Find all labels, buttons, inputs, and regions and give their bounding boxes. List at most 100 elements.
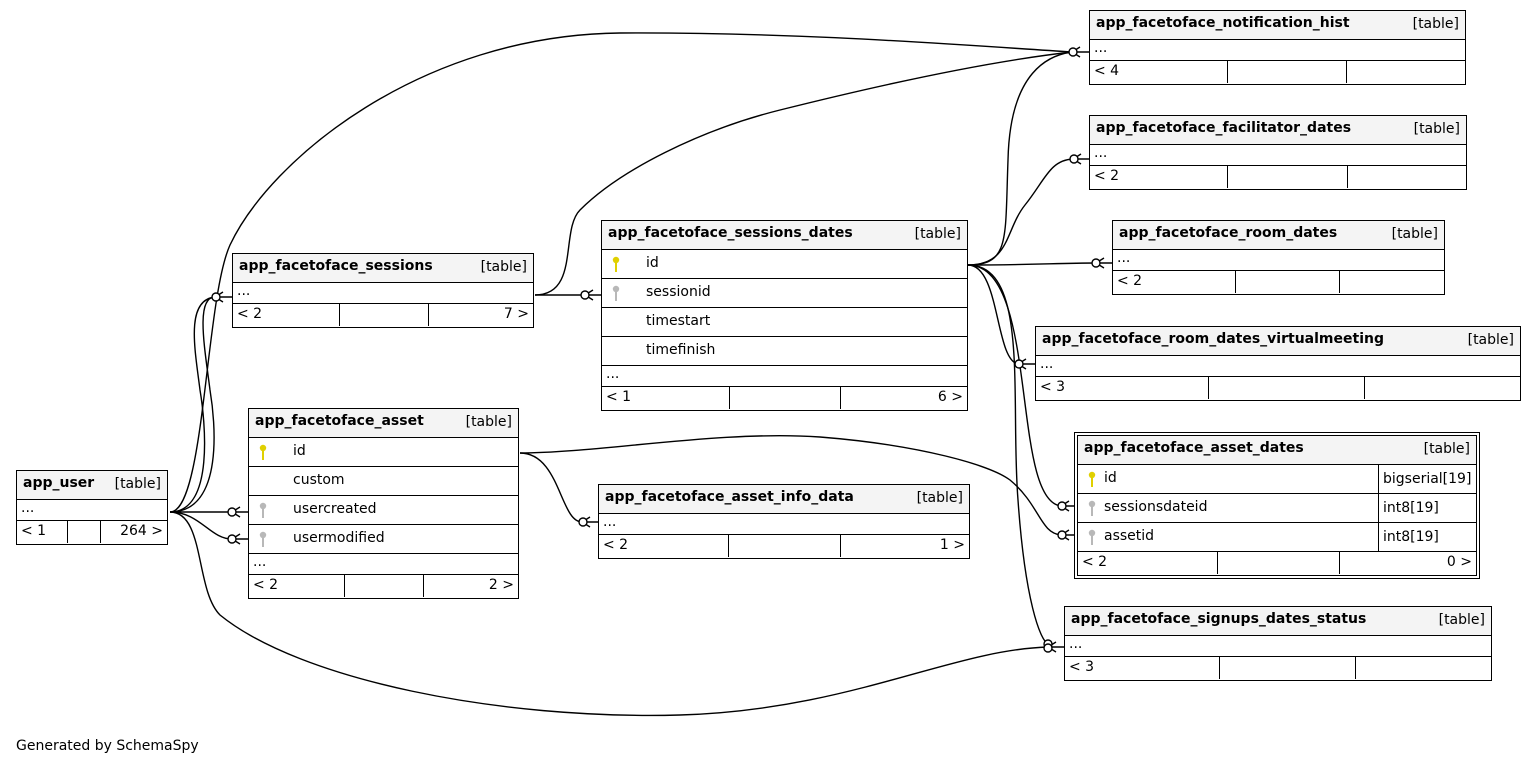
more-columns: ...	[249, 554, 518, 575]
column-row[interactable]: id	[602, 250, 967, 279]
table-footer: < 2 7 >	[233, 304, 533, 327]
children-count: 2 >	[488, 577, 514, 593]
parents-count: < 2	[253, 577, 279, 593]
column-row[interactable]: assetid int8[19]	[1078, 523, 1476, 552]
table-type: [table]	[1423, 441, 1470, 457]
table-type: [table]	[465, 414, 512, 430]
table-type: [table]	[916, 490, 963, 506]
column-name: sessionsdateid	[1104, 499, 1208, 515]
table-name: app_facetoface_asset_info_data	[605, 489, 854, 505]
column-row[interactable]: timefinish	[602, 337, 967, 366]
relation-line	[169, 511, 233, 540]
column-name: assetid	[1104, 528, 1155, 544]
table-room-dates[interactable]: app_facetoface_room_dates[table] ... < 2	[1112, 220, 1445, 295]
table-header: app_facetoface_asset_info_data [table]	[599, 485, 969, 514]
parents-count: < 2	[1117, 273, 1143, 289]
relation-line	[967, 51, 1073, 266]
column-name: id	[646, 255, 659, 271]
column-row[interactable]: id	[249, 438, 518, 467]
table-asset-dates[interactable]: app_facetoface_asset_dates [table] id big…	[1074, 432, 1480, 579]
table-header: app_facetoface_asset_dates [table]	[1078, 436, 1476, 465]
table-asset[interactable]: app_facetoface_asset [table] id custom us…	[248, 408, 519, 599]
parents-count: < 2	[237, 306, 263, 322]
table-facilitator-dates[interactable]: app_facetoface_facilitator_dates[table] …	[1089, 115, 1467, 190]
table-name: app_facetoface_signups_dates_status	[1071, 611, 1367, 627]
table-name: app_facetoface_sessions_dates	[608, 225, 853, 241]
table-header: app_facetoface_signups_dates_status [tabl…	[1065, 607, 1491, 636]
relation-line	[519, 452, 583, 523]
table-footer: < 2	[1090, 166, 1466, 189]
children-count: 7 >	[503, 306, 529, 322]
parents-count: < 3	[1040, 379, 1066, 395]
column-type: int8[19]	[1378, 523, 1439, 551]
relation-line	[534, 51, 1073, 296]
column-row[interactable]: id bigserial[19]	[1078, 465, 1476, 494]
table-sessions-dates[interactable]: app_facetoface_sessions_dates[table] id …	[601, 220, 968, 411]
table-asset-info-data[interactable]: app_facetoface_asset_info_data [table] ..…	[598, 484, 970, 559]
more-columns: ...	[17, 500, 167, 521]
table-type: [table]	[914, 226, 961, 242]
more-columns: ...	[599, 514, 969, 535]
table-header: app_facetoface_room_dates_virtualmeeting…	[1036, 327, 1520, 356]
relation-line	[169, 511, 1049, 717]
column-row[interactable]: usermodified	[249, 525, 518, 554]
table-header: app_facetoface_notification_hist [table]	[1090, 11, 1465, 40]
more-columns: ...	[1065, 636, 1491, 657]
column-row[interactable]: custom	[249, 467, 518, 496]
column-name: id	[293, 443, 306, 459]
generated-by-footer: Generated by SchemaSpy	[16, 738, 199, 754]
table-name: app_user	[23, 475, 95, 491]
table-footer: < 2 2 >	[249, 575, 518, 598]
parents-count: < 2	[1094, 168, 1120, 184]
table-signups-dates-status[interactable]: app_facetoface_signups_dates_status [tabl…	[1064, 606, 1492, 681]
table-footer: < 4	[1090, 61, 1465, 84]
column-row[interactable]: timestart	[602, 308, 967, 337]
table-footer: < 3	[1065, 657, 1491, 680]
table-type: [table]	[1391, 226, 1438, 242]
table-footer: < 3	[1036, 377, 1520, 400]
table-name: app_facetoface_room_dates_virtualmeeting	[1042, 331, 1384, 347]
foreign-key-icon	[1088, 529, 1096, 545]
table-header: app_facetoface_asset [table]	[249, 409, 518, 438]
table-header: app_facetoface_room_dates[table]	[1113, 221, 1444, 250]
foreign-key-icon	[612, 285, 620, 301]
column-name: custom	[293, 472, 345, 488]
foreign-key-icon	[259, 502, 267, 518]
children-count: 0 >	[1446, 554, 1472, 570]
children-count: 1 >	[939, 537, 965, 553]
table-type: [table]	[1438, 612, 1485, 628]
table-type: [table]	[1413, 121, 1460, 137]
table-name: app_facetoface_asset_dates	[1084, 440, 1304, 456]
primary-key-icon	[259, 444, 267, 460]
relation-line	[967, 262, 1097, 266]
column-row[interactable]: sessionid	[602, 279, 967, 308]
table-type: [table]	[480, 259, 527, 275]
table-header: app_facetoface_sessions[table]	[233, 254, 533, 283]
table-type: [table]	[114, 476, 161, 492]
parents-count: < 1	[606, 389, 632, 405]
relation-line	[967, 264, 1062, 507]
table-name: app_facetoface_notification_hist	[1096, 15, 1350, 31]
table-notification-hist[interactable]: app_facetoface_notification_hist[table] …	[1089, 10, 1466, 85]
more-columns: ...	[602, 366, 967, 387]
table-name: app_facetoface_asset	[255, 413, 424, 429]
foreign-key-icon	[259, 531, 267, 547]
table-type: [table]	[1412, 16, 1459, 32]
table-room-dates-virtualmeeting[interactable]: app_facetoface_room_dates_virtualmeeting…	[1035, 326, 1521, 401]
parents-count: < 4	[1094, 63, 1120, 79]
column-name: id	[1104, 470, 1117, 486]
table-header: app_facetoface_facilitator_dates[table]	[1090, 116, 1466, 145]
table-header: app_user [table]	[17, 471, 167, 500]
children-count: 264 >	[120, 523, 163, 539]
column-row[interactable]: sessionsdateid int8[19]	[1078, 494, 1476, 523]
more-columns: ...	[1036, 356, 1520, 377]
primary-key-icon	[612, 256, 620, 272]
relation-line	[967, 264, 1019, 365]
column-row[interactable]: usercreated	[249, 496, 518, 525]
